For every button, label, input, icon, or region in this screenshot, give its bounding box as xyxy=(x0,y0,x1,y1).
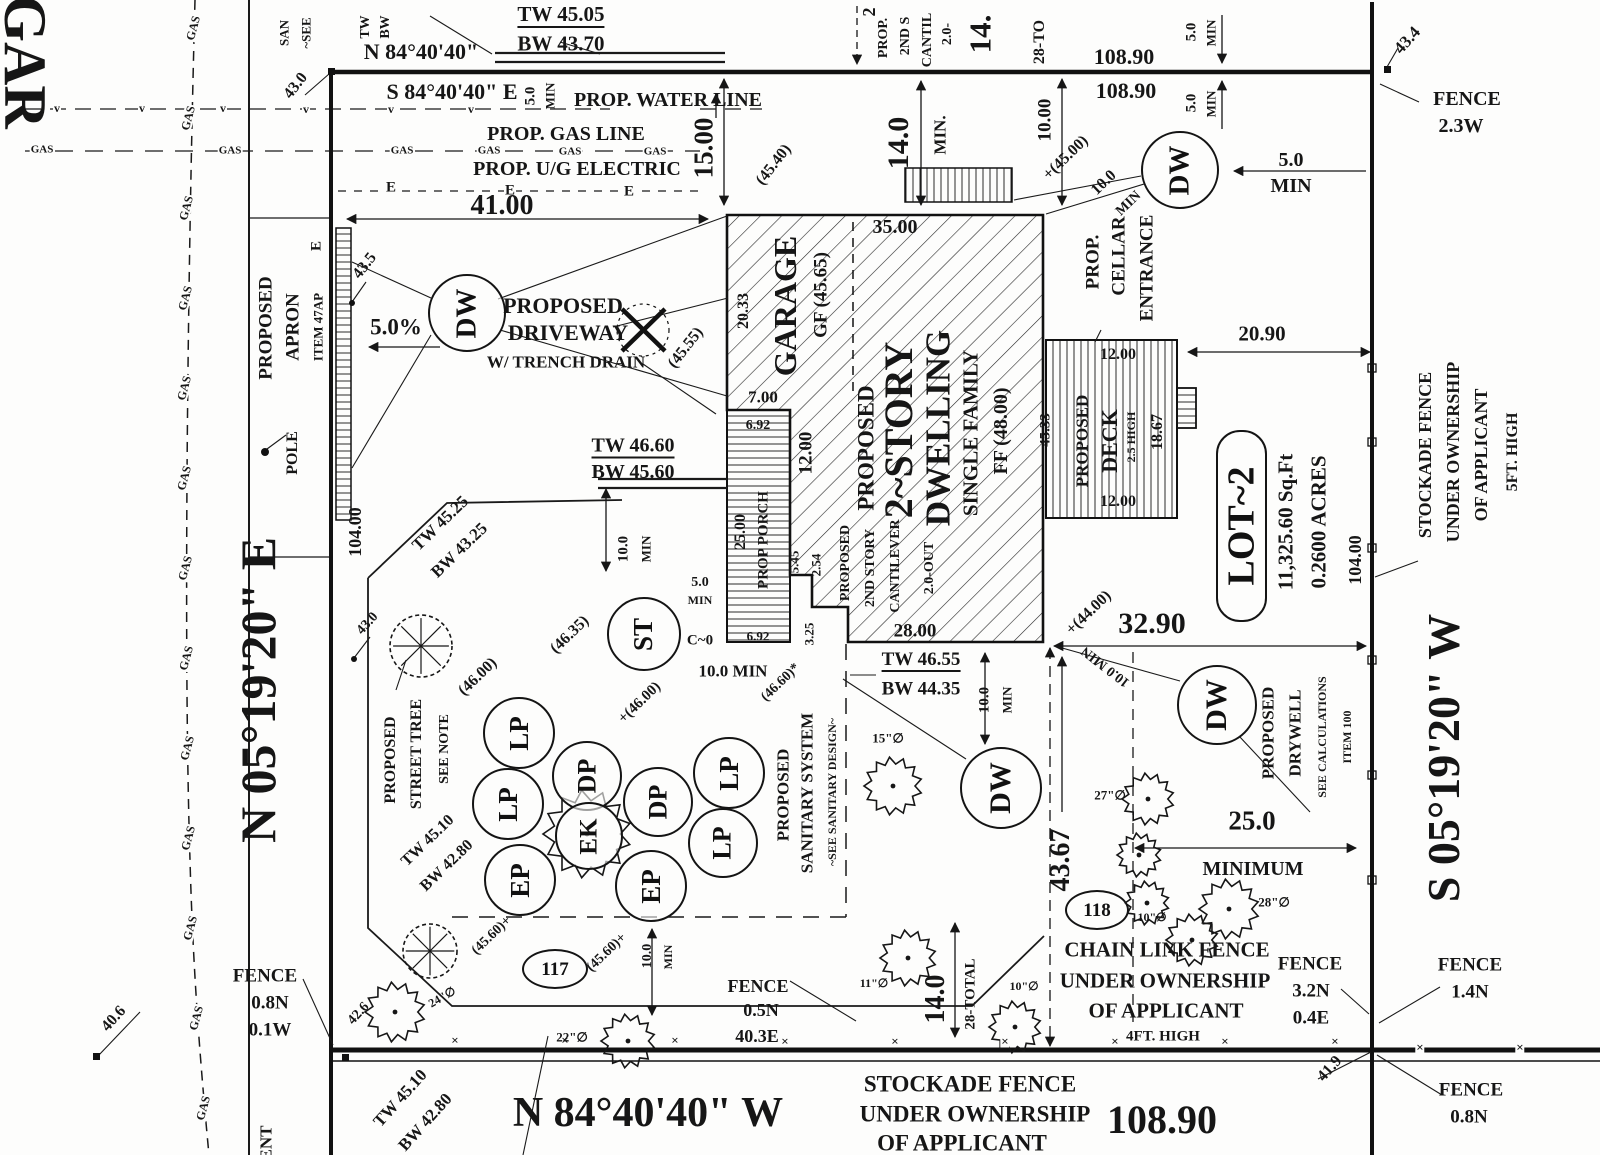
proposed-deck xyxy=(1045,339,1178,519)
proposed-apron-strip xyxy=(335,227,352,521)
tree-trunk-dot xyxy=(1136,852,1142,858)
walls-and-grading xyxy=(367,51,1134,1022)
property-boundary xyxy=(329,2,1600,1155)
tree-trunk-dot xyxy=(584,831,590,837)
tree-petal-line xyxy=(429,950,448,969)
tree-petal-line xyxy=(412,950,431,969)
existing-tree-icon xyxy=(1197,877,1260,941)
tree-petal-line xyxy=(412,933,431,952)
leader-lines xyxy=(97,15,1443,1155)
tree-trunk-dot xyxy=(1189,937,1195,943)
tree-trunk-dot xyxy=(625,1038,631,1044)
removed-tree-x-icon xyxy=(616,303,670,357)
proposed-street-tree-icon xyxy=(389,614,453,678)
existing-tree-icon xyxy=(1115,831,1162,879)
survey-markers xyxy=(93,66,1391,1061)
existing-tree-icon xyxy=(1120,771,1175,827)
tree-trunk-dot xyxy=(890,783,896,789)
tree-petal-line xyxy=(420,645,442,667)
tree-petal-line xyxy=(420,625,442,647)
proposed-porch xyxy=(726,409,791,643)
deck-stoop xyxy=(1176,387,1197,429)
tree-trunk-dot xyxy=(1226,906,1232,912)
tree-trunk-dot xyxy=(1012,1024,1018,1030)
tree-petal-line xyxy=(429,933,448,952)
tree-petal-line xyxy=(400,645,422,667)
tree-trunk-dot xyxy=(392,1009,398,1015)
existing-tree-icon xyxy=(987,999,1042,1055)
tree-trunk-dot xyxy=(1145,796,1151,802)
tree-trunk-dot xyxy=(1144,900,1150,906)
existing-tree-icon xyxy=(878,928,937,988)
proposed-dwelling-footprint xyxy=(335,167,1197,644)
tree-trunk-dot xyxy=(905,955,911,961)
existing-tree-icon xyxy=(599,1012,656,1070)
existing-tree-icon xyxy=(363,980,426,1044)
dimension-lines xyxy=(345,6,1372,1048)
tree-petal-line xyxy=(400,625,422,647)
existing-tree-icon xyxy=(862,755,923,817)
proposed-street-tree-icon xyxy=(402,923,458,979)
trees-group xyxy=(363,614,1260,1070)
